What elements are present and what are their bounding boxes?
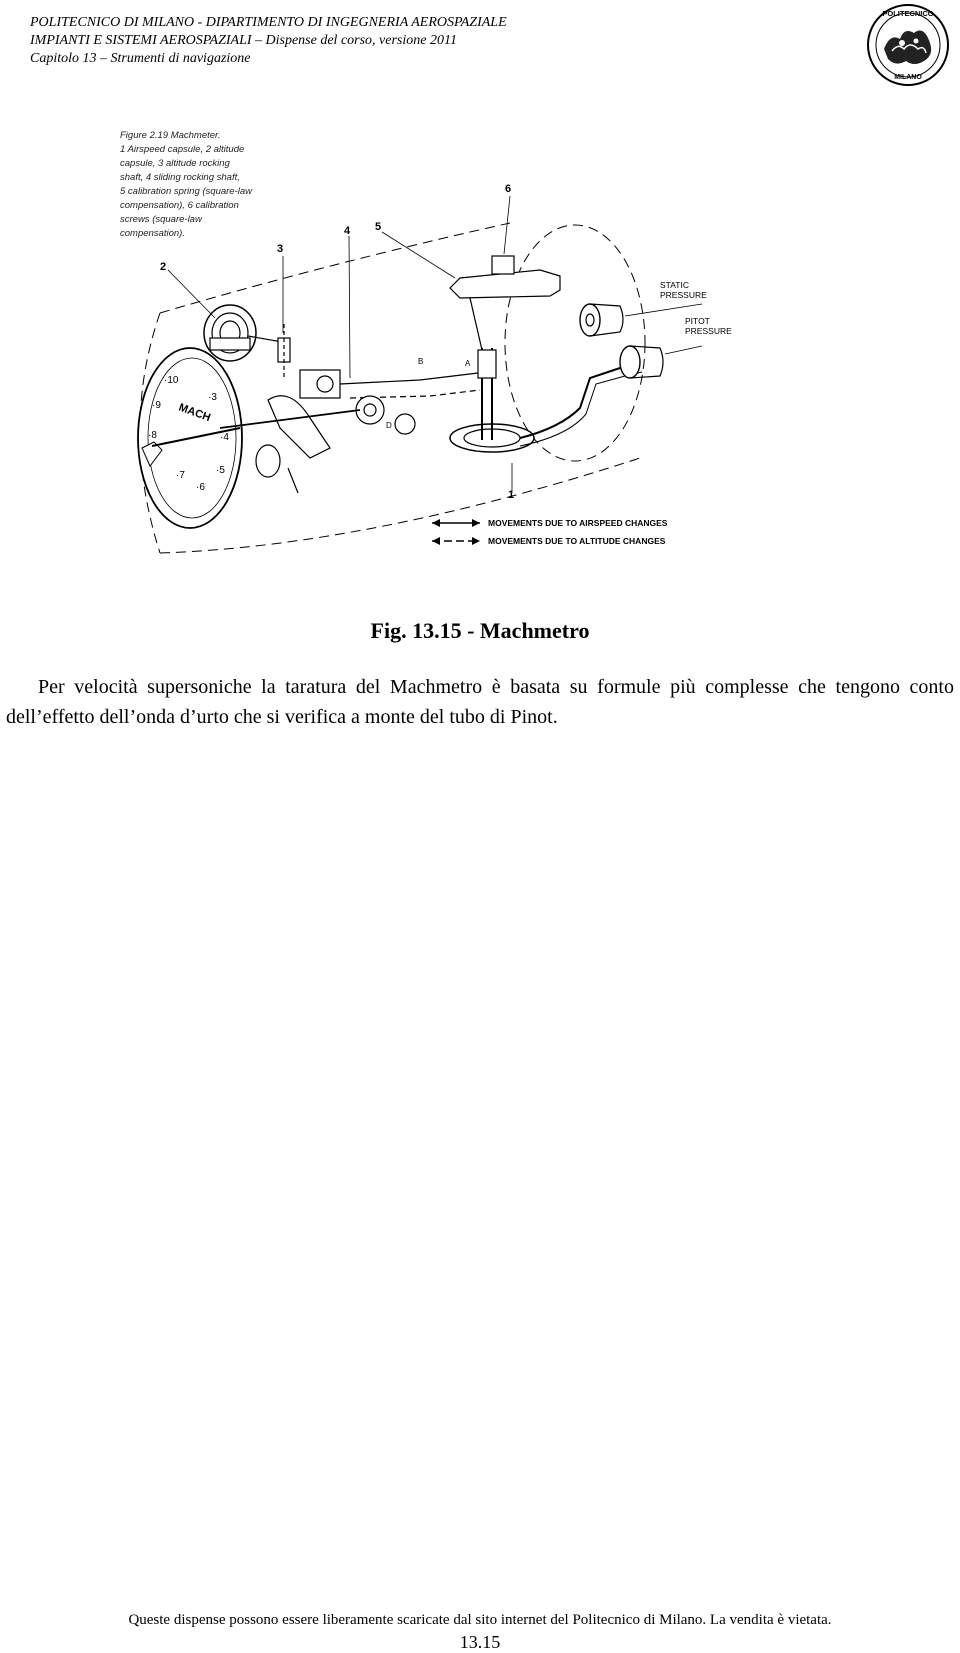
header-chapter: Capitolo 13 – Strumenti di navigazione: [30, 51, 251, 66]
linkage-label-b: B: [418, 357, 423, 366]
legend-line: compensation).: [120, 228, 185, 239]
legend-line: shaft, 4 sliding rocking shaft,: [120, 172, 240, 183]
callout-4: 4: [344, 225, 351, 237]
legend-line: 5 calibration spring (square-law: [120, 186, 253, 197]
page-number: 13.15: [459, 1632, 501, 1652]
static-pressure-label: STATIC: [660, 280, 689, 290]
linkage-label-a: A: [465, 359, 471, 368]
pitot-pressure-label: PRESSURE: [685, 326, 732, 336]
static-pressure-label: PRESSURE: [660, 290, 707, 300]
seal-text-top: POLITECNICO: [882, 9, 933, 18]
dial-number: ·3: [208, 392, 217, 403]
legend-line: screws (square-law: [120, 214, 203, 225]
machmeter-diagram: Figure 2.19 Machmeter. 1 Airspeed capsul…: [120, 130, 732, 554]
linkage-label-d: D: [386, 421, 392, 430]
key-altitude: MOVEMENTS DUE TO ALTITUDE CHANGES: [488, 536, 666, 546]
header-institution: POLITECNICO DI MILANO - DIPARTIMENTO DI …: [30, 15, 507, 30]
header-course: IMPIANTI E SISTEMI AEROSPAZIALI – Dispen…: [30, 33, 457, 48]
dial-number: ·9: [152, 400, 161, 411]
dial-number: ·4: [220, 432, 229, 443]
movement-key: MOVEMENTS DUE TO AIRSPEED CHANGES MOVEME…: [432, 518, 668, 546]
mach-dial: MACH ·10 ·9 ·8 ·7 ·6 ·5 ·4 ·3: [137, 347, 243, 529]
dial-number: ·6: [196, 482, 205, 493]
politecnico-seal-logo: POLITECNICO MILANO: [867, 4, 949, 86]
page-footer: Queste dispense possono essere liberamen…: [128, 1612, 832, 1628]
legend-line: 1 Airspeed capsule, 2 altitude: [120, 144, 244, 155]
figure-legend: Figure 2.19 Machmeter. 1 Airspeed capsul…: [120, 130, 253, 239]
callout-2: 2: [160, 261, 166, 273]
dial-number: ·7: [176, 470, 185, 481]
key-airspeed: MOVEMENTS DUE TO AIRSPEED CHANGES: [488, 518, 668, 528]
legend-line: capsule, 3 altitude rocking: [120, 158, 231, 169]
callout-3: 3: [277, 243, 283, 255]
callout-1: 1: [508, 489, 514, 501]
dial-number: ·10: [164, 375, 179, 386]
dial-number: ·5: [216, 465, 225, 476]
figure-caption: Fig. 13.15 - Machmetro: [370, 618, 590, 643]
page-header: POLITECNICO DI MILANO - DIPARTIMENTO DI …: [30, 14, 507, 68]
seal-text-bottom: MILANO: [894, 74, 922, 81]
legend-line: Figure 2.19 Machmeter.: [120, 130, 221, 141]
dial-number: ·8: [148, 430, 157, 441]
callout-6: 6: [505, 183, 511, 195]
pitot-pressure-label: PITOT: [685, 316, 710, 326]
mechanism: [167, 195, 703, 494]
legend-line: compensation), 6 calibration: [120, 200, 239, 211]
callout-5: 5: [375, 221, 381, 233]
body-paragraph: Per velocità supersoniche la taratura de…: [6, 676, 954, 728]
